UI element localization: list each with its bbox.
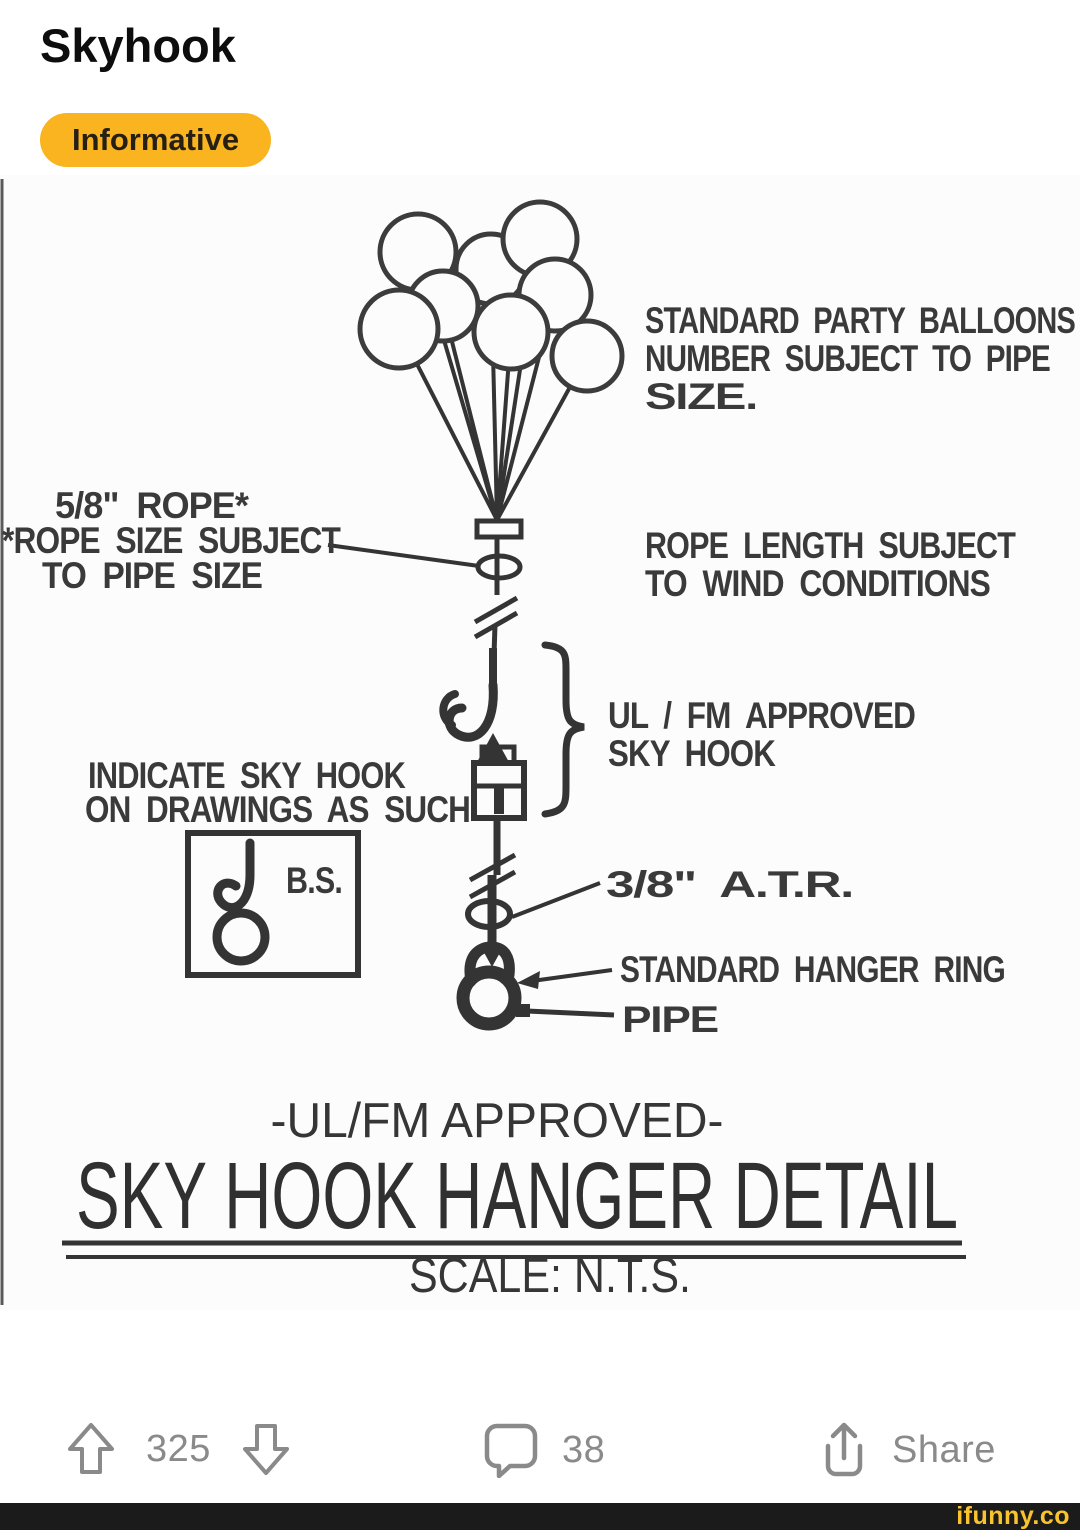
share-group: Share [818, 1422, 996, 1478]
ifunny-watermark-bar: ifunny.co [0, 1503, 1080, 1530]
ring-leader [531, 968, 613, 983]
hanger-ring-label: STANDARD HANGER RING [620, 949, 1005, 990]
meme-image[interactable]: STANDARD PARTY BALLOONS NUMBER SUBJECT T… [0, 175, 1080, 1310]
approved-line: -UL/FM APPROVED- [271, 1094, 724, 1148]
ifunny-watermark: ifunny.co [956, 1502, 1070, 1530]
detail-title: SKY HOOK HANGER DETAIL [76, 1143, 958, 1249]
balloon [549, 318, 625, 394]
post-title: Skyhook [40, 19, 236, 72]
comment-group: 38 [484, 1422, 606, 1479]
lower-rope-drawing [465, 818, 517, 967]
wind-note-line1: ROPE LENGTH SUBJECT [645, 525, 1016, 566]
informative-badge[interactable]: Informative [40, 113, 272, 168]
rope-note-leader [327, 543, 480, 568]
bs-symbol-box [185, 830, 361, 978]
downvote-button[interactable] [241, 1422, 291, 1476]
upvote-count: 325 [146, 1427, 211, 1470]
vote-group: 325 [66, 1422, 291, 1476]
balloons-note-line2: NUMBER SUBJECT TO PIPE [645, 338, 1050, 379]
rope-break-upper [473, 595, 519, 656]
balloon [357, 287, 441, 371]
balloon [471, 292, 551, 372]
pipe-leader-tip [516, 1004, 530, 1017]
indicate-note-line2: ON DRAWINGS AS SUCH [85, 789, 470, 830]
rope-note-line2: *ROPE SIZE SUBJECT [2, 520, 341, 561]
share-button[interactable] [818, 1422, 870, 1478]
indicate-note-line1: INDICATE SKY HOOK [88, 755, 406, 796]
action-bar: 325 38 Share [0, 1422, 1080, 1500]
rope-note-line1: 5/8" ROPE* [55, 485, 250, 526]
wind-note-line2: TO WIND CONDITIONS [645, 563, 990, 604]
ring-leader-arrow [517, 971, 540, 989]
balloon-bunch [357, 199, 625, 394]
comment-count: 38 [562, 1428, 606, 1471]
balloons-note-line3: SIZE. [645, 376, 757, 417]
share-label[interactable]: Share [892, 1428, 996, 1471]
atr-leader [511, 881, 601, 919]
post-header: Skyhook Informative [40, 18, 272, 168]
pipe-leader [526, 1008, 615, 1018]
upvote-button[interactable] [66, 1422, 116, 1476]
share-icon [825, 1422, 863, 1477]
sky-hook-drawing [439, 648, 527, 821]
comments-button[interactable] [484, 1422, 538, 1479]
rope-note-line3: TO PIPE SIZE [42, 555, 262, 596]
skyhook-diagram: STANDARD PARTY BALLOONS NUMBER SUBJECT T… [0, 179, 1076, 1305]
speech-bubble-icon [484, 1423, 538, 1479]
hook-note-line1: UL / FM APPROVED [608, 695, 915, 736]
scale-label: SCALE: N.T.S. [409, 1249, 691, 1303]
pipe-label: PIPE [622, 999, 718, 1040]
balloon-strings [397, 238, 589, 521]
hook-note-line2: SKY HOOK [608, 733, 776, 774]
downvote-icon [242, 1424, 289, 1475]
upvote-icon [68, 1423, 114, 1474]
bs-label: B.S. [286, 860, 342, 901]
atr-label: 3/8" A.T.R. [606, 864, 853, 905]
rope-clip [474, 518, 524, 540]
brace [541, 641, 585, 818]
hanger-ring-drawing [456, 941, 522, 1031]
balloons-note-line1: STANDARD PARTY BALLOONS [645, 300, 1075, 341]
